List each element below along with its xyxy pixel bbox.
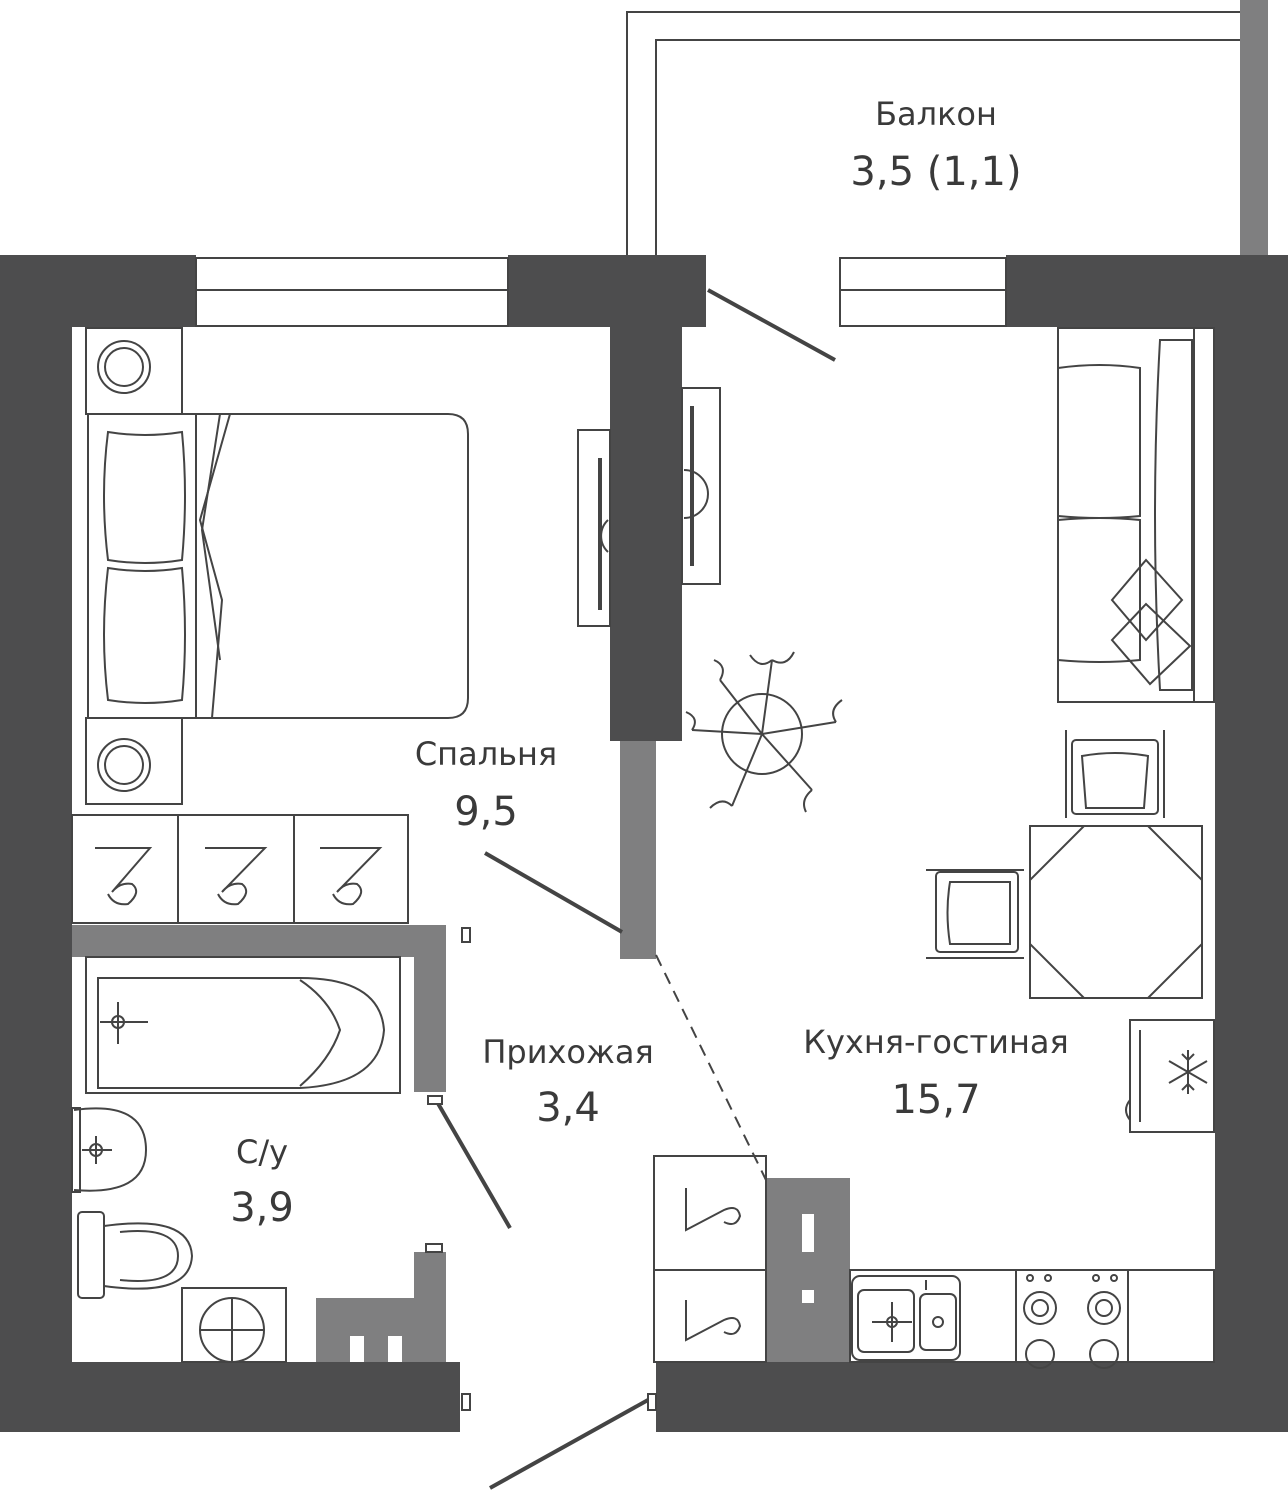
- tv-icon: [577, 387, 721, 627]
- washing-machine-icon: [181, 1287, 287, 1363]
- room-area-bathroom: 3,9: [230, 1185, 294, 1231]
- chair-icon: [926, 869, 1024, 959]
- balcony-side-wall: [1240, 0, 1268, 255]
- room-name-kitchen-living: Кухня-гостиная: [803, 1023, 1069, 1061]
- room-name-hallway: Прихожая: [482, 1033, 654, 1071]
- wardrobe-icon: [71, 814, 409, 924]
- sofa-icon: [1057, 327, 1215, 703]
- washbasin-icon: [71, 1107, 148, 1193]
- chair-icon: [1065, 730, 1165, 818]
- room-area-bedroom: 9,5: [454, 789, 518, 835]
- dining-table-icon: [1029, 825, 1203, 999]
- double-bed-icon: [85, 327, 469, 805]
- window-icon: [195, 257, 509, 327]
- room-name-bedroom: Спальня: [414, 735, 558, 773]
- door-icon: [425, 288, 836, 1490]
- fridge-icon: [1125, 1019, 1215, 1133]
- partitions: [72, 741, 850, 1362]
- toilet-icon: [77, 1211, 194, 1299]
- room-area-kitchen-living: 15,7: [891, 1077, 981, 1123]
- room-area-balcony: 3,5 (1,1): [850, 149, 1022, 195]
- stove-icon: [1015, 1269, 1129, 1369]
- bathtub-icon: [85, 956, 401, 1094]
- wardrobe-icon: [653, 1155, 767, 1363]
- exterior-walls: [0, 255, 1288, 1432]
- snowflake-icon: [1168, 1050, 1208, 1094]
- room-name-bathroom: С/у: [235, 1133, 289, 1171]
- sink-icon: [849, 1269, 1215, 1363]
- room-area-hallway: 3,4: [536, 1085, 600, 1131]
- plant-icon: [685, 651, 843, 813]
- room-name-balcony: Балкон: [875, 95, 997, 133]
- balcony-outline: [626, 11, 1240, 255]
- window-icon: [839, 257, 1007, 327]
